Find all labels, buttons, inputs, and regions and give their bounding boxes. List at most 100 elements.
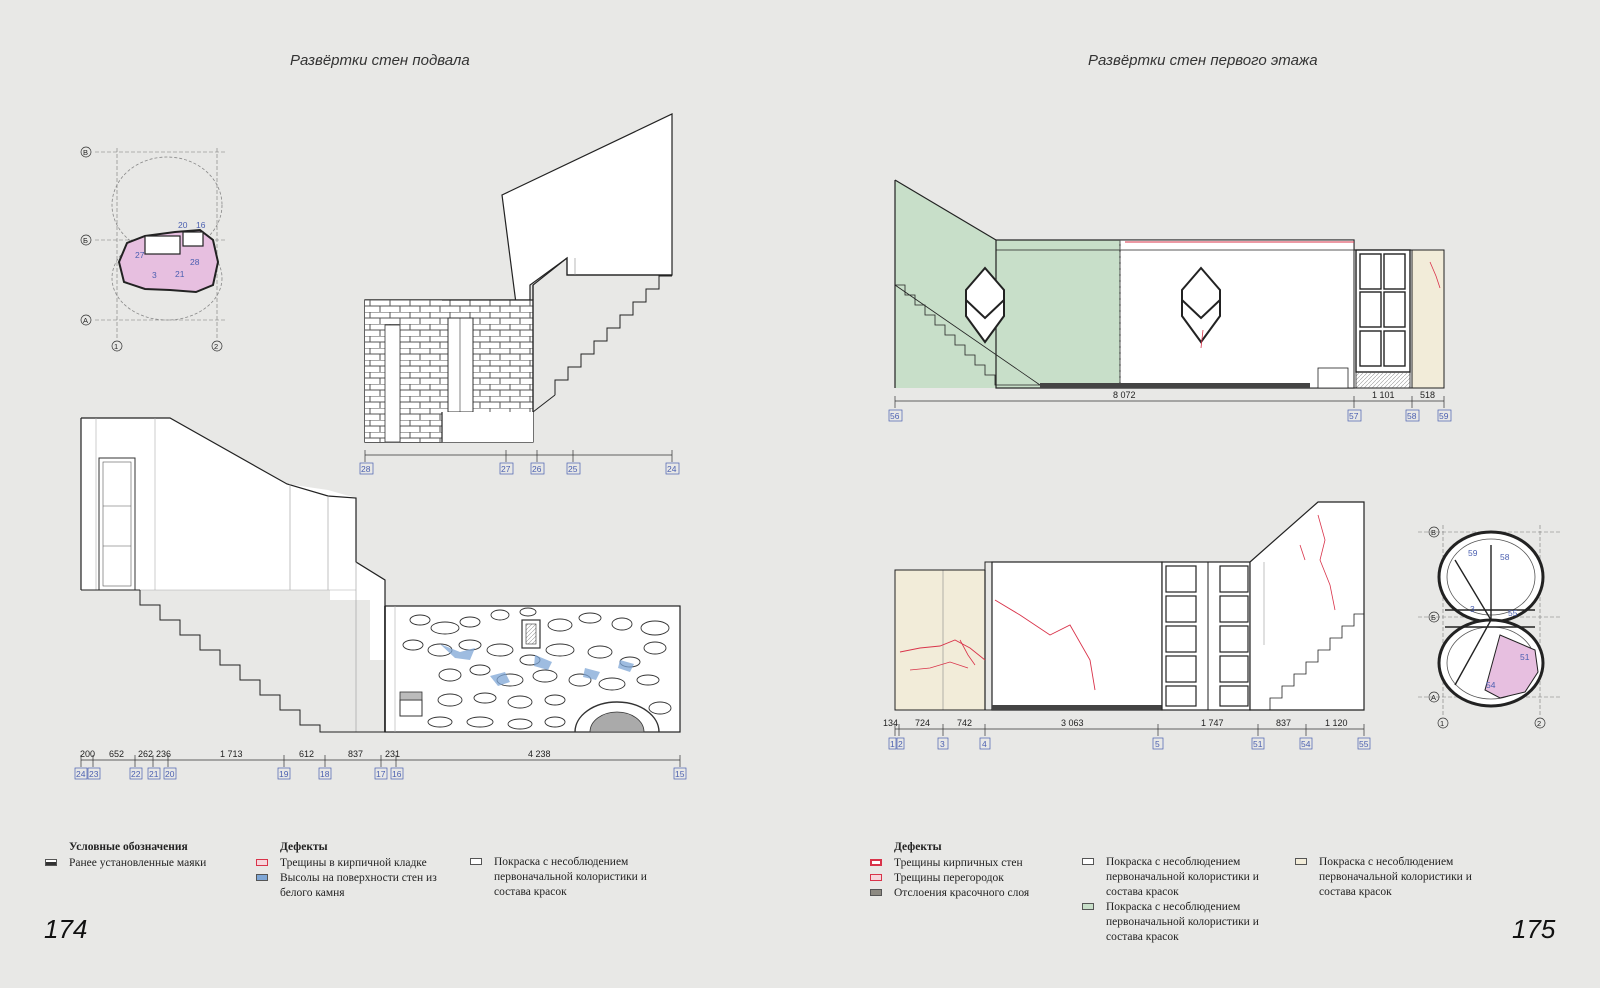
dim-134: 134 [883, 718, 898, 728]
left-top-elevation: 28 27 26 25 24 [359, 113, 680, 475]
dim-231: 231 [385, 749, 400, 759]
axis-r3: 3 [940, 739, 945, 749]
axis-r2: 2 [898, 739, 903, 749]
svg-text:58: 58 [1500, 552, 1510, 562]
left-axis-a: А [83, 316, 88, 325]
legend-item: Высолы на поверхности стен из белого кам… [256, 871, 466, 901]
axis-24b: 24 [76, 769, 86, 779]
svg-text:55: 55 [1508, 608, 1518, 618]
axis-59: 59 [1439, 411, 1449, 421]
dim-200: 200 [80, 749, 95, 759]
legend-item-label: Трещины в кирпичной кладке [280, 857, 427, 869]
right-page-number: 175 [1512, 914, 1556, 944]
right-bottom-elevation: 134 724 742 3 063 1 747 837 1 120 1 2 3 … [883, 501, 1371, 750]
legend-header: Условные обозначения [69, 841, 188, 853]
axis-26: 26 [532, 464, 542, 474]
dim-837b: 837 [1276, 718, 1291, 728]
dim-1713: 1 713 [220, 749, 243, 759]
right-page-title: Развёртки стен первого этажа [1088, 52, 1318, 69]
legend-item-label: Высолы на поверхности стен из белого кам… [280, 872, 437, 899]
peeling-swatch-icon [870, 889, 882, 896]
left-axis-v: В [83, 148, 88, 157]
axis-22: 22 [131, 769, 141, 779]
legend-item: Покраска с несоблюдением первоначальной … [1082, 900, 1282, 945]
svg-text:59: 59 [1468, 548, 1478, 558]
right-top-elevation: 8 072 1 101 518 56 57 58 59 [888, 179, 1452, 422]
axis-23: 23 [89, 769, 99, 779]
right-axis-1: 1 [1440, 719, 1444, 728]
legend-item: Отслоения красочного слоя [870, 886, 1080, 901]
legend-header: Дефекты [280, 841, 328, 853]
right-legend-defects: Дефекты Трещины кирпичных стен Трещины п… [870, 840, 1080, 901]
svg-text:27: 27 [135, 250, 145, 260]
right-legend-paint-green: Покраска с несоблюдением первоначальной … [1082, 900, 1282, 945]
svg-text:3: 3 [1470, 604, 1475, 614]
dim-1101: 1 101 [1372, 390, 1395, 400]
axis-r54: 54 [1301, 739, 1311, 749]
dim-652: 652 [109, 749, 124, 759]
left-axis-1: 1 [114, 342, 118, 351]
axis-r1: 1 [890, 739, 895, 749]
axis-20: 20 [165, 769, 175, 779]
dim-3063: 3 063 [1061, 718, 1084, 728]
axis-16: 16 [392, 769, 402, 779]
axis-r55: 55 [1359, 739, 1369, 749]
dim-742: 742 [957, 718, 972, 728]
dim-724: 724 [915, 718, 930, 728]
left-bottom-elevation: 200 652 262 236 1 713 612 837 231 4 238 … [74, 417, 687, 780]
left-legend-main: Условные обозначения Ранее установленные… [45, 840, 245, 871]
right-axis-a: А [1431, 693, 1436, 702]
paint-white-swatch-icon [1082, 858, 1094, 865]
dim-518: 518 [1420, 390, 1435, 400]
axis-r51: 51 [1253, 739, 1263, 749]
axis-r4: 4 [982, 739, 987, 749]
legend-item-label: Отслоения красочного слоя [894, 887, 1030, 899]
legend-header: Дефекты [894, 841, 942, 853]
partition-crack-swatch-icon [870, 874, 882, 881]
svg-text:28: 28 [190, 257, 200, 267]
axis-56: 56 [890, 411, 900, 421]
brick-crack-swatch-icon [870, 859, 882, 866]
svg-text:54: 54 [1486, 680, 1496, 690]
legend-item: Трещины в кирпичной кладке [256, 856, 466, 871]
legend-item-label: Покраска с несоблюдением первоначальной … [1319, 856, 1472, 898]
axis-58: 58 [1407, 411, 1417, 421]
legend-item: Покраска с несоблюдением первоначальной … [1082, 855, 1282, 900]
svg-text:20: 20 [178, 220, 188, 230]
legend-item-label: Покраска с несоблюдением первоначальной … [1106, 901, 1259, 943]
svg-text:21: 21 [175, 269, 185, 279]
paint-green-swatch-icon [1082, 903, 1094, 910]
axis-28: 28 [361, 464, 371, 474]
legend-item-label: Покраска с несоблюдением первоначальной … [1106, 856, 1259, 898]
paint-white-swatch-icon [470, 858, 482, 865]
dim-612: 612 [299, 749, 314, 759]
crack-swatch-icon [256, 859, 268, 866]
dim-8072: 8 072 [1113, 390, 1136, 400]
svg-text:16: 16 [196, 220, 206, 230]
legend-item-label: Ранее установленные маяки [69, 857, 207, 869]
right-axis-2: 2 [1537, 719, 1541, 728]
dim-1120: 1 120 [1325, 718, 1348, 728]
dim-1747: 1 747 [1201, 718, 1224, 728]
legend-item-label: Покраска с несоблюдением первоначальной … [494, 856, 647, 898]
legend-item: Трещины кирпичных стен [870, 856, 1080, 871]
left-page-number: 174 [44, 914, 88, 944]
left-legend-paint: Покраска с несоблюдением первоначальной … [470, 855, 670, 900]
paint-beige-swatch-icon [1295, 858, 1307, 865]
axis-18: 18 [320, 769, 330, 779]
legend-item: Покраска с несоблюдением первоначальной … [1295, 855, 1495, 900]
axis-24: 24 [667, 464, 677, 474]
left-axis-b: Б [83, 236, 88, 245]
svg-text:51: 51 [1520, 652, 1530, 662]
legend-item: Трещины перегородок [870, 871, 1080, 886]
legend-item-label: Трещины перегородок [894, 872, 1004, 884]
axis-57: 57 [1349, 411, 1359, 421]
axis-17: 17 [376, 769, 386, 779]
left-page-title: Развёртки стен подвала [290, 52, 470, 69]
dim-4238: 4 238 [528, 749, 551, 759]
legend-item: Ранее установленные маяки [45, 856, 245, 871]
svg-text:3: 3 [152, 270, 157, 280]
